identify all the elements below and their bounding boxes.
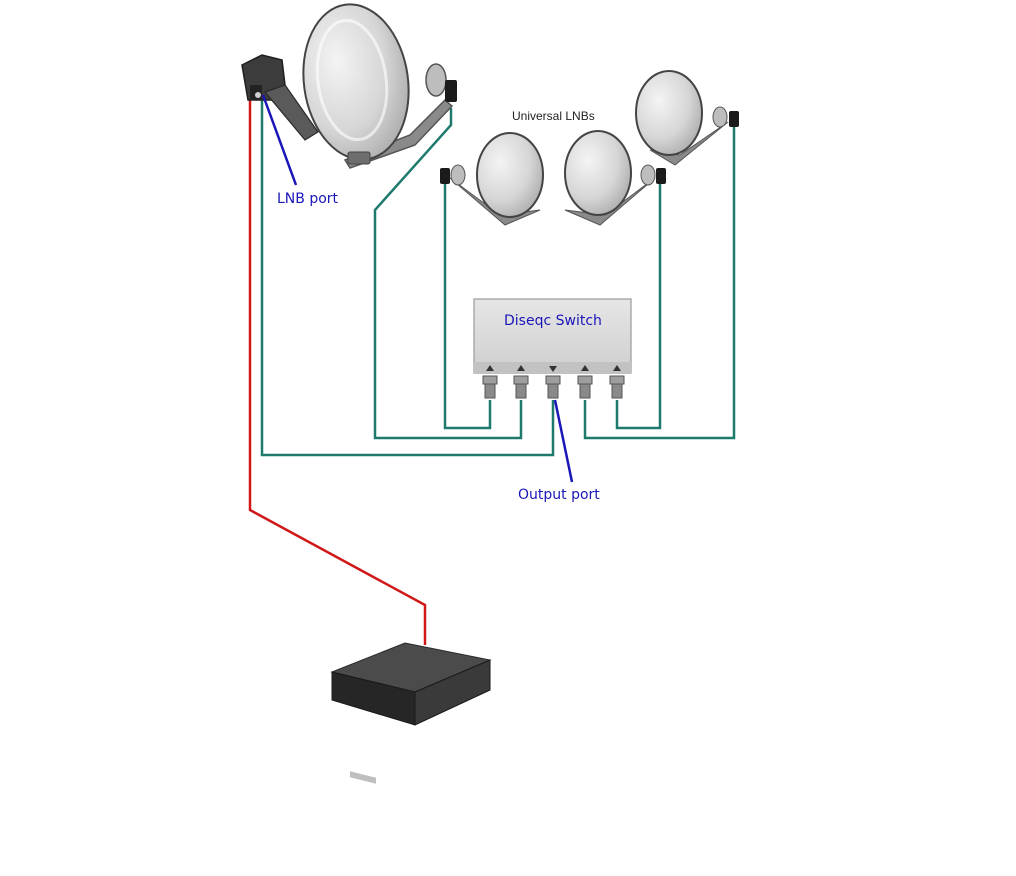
dish-lnb-1-icon: [440, 132, 544, 226]
dish-lnb-3-icon: [635, 70, 739, 166]
universal-lnbs-label: Universal LNBs: [512, 109, 595, 123]
f-connector-icons: [482, 375, 625, 399]
lnb-port-label: LNB port: [277, 191, 339, 207]
output-port-pointer: [553, 399, 574, 483]
teal-cables: [260, 95, 736, 457]
red-cable-receiver: [248, 100, 427, 645]
cable-dish4-to-port4: [615, 173, 662, 430]
cable-main-dish-to-port1: [260, 95, 555, 457]
diseqc-switch-icon: [473, 298, 632, 374]
satellite-receiver-icon: [330, 642, 492, 784]
cable-dish5-to-port5: [583, 125, 736, 440]
dish-lnb-2-icon: [564, 130, 666, 226]
switch-port-arrows: [486, 365, 621, 372]
output-port-label: Output port: [518, 487, 600, 503]
connector-3-icon: [545, 375, 561, 399]
connector-2-icon: [513, 375, 529, 399]
connector-1-icon: [482, 375, 498, 399]
lnb-port-pointer: [261, 94, 298, 186]
diseqc-switch-label: Diseqc Switch: [504, 313, 602, 329]
connector-4-icon: [577, 375, 593, 399]
cable-dish2-to-port2: [373, 108, 523, 440]
cable-dish3-to-port1: [443, 173, 492, 430]
connector-5-icon: [609, 375, 625, 399]
lnb-device-icon: [241, 54, 319, 141]
main-dish-icon: [302, 3, 457, 169]
